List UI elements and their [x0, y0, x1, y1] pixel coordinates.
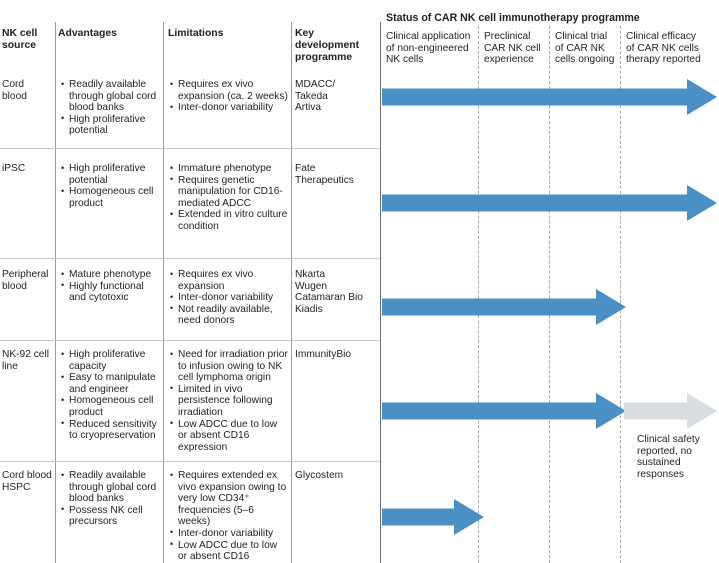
- list-item: Inter-donor variability: [170, 102, 288, 114]
- row-source-3: NK-92 cell line: [2, 349, 49, 372]
- list-item: Homogeneous cell product: [61, 186, 159, 209]
- column-divider-1: [55, 22, 56, 563]
- row-advantages-0: Readily available through global cord bl…: [61, 79, 159, 137]
- row-source-0: Cord blood: [2, 79, 27, 102]
- header-advantages: Advantages: [58, 28, 117, 39]
- row-source-4: Cord blood HSPC: [2, 470, 52, 493]
- stage-divider-1: [478, 26, 479, 563]
- row-source-1: iPSC: [2, 163, 26, 174]
- list-item: Immature phenotype: [170, 163, 288, 175]
- list-item: Inter-donor variability: [170, 527, 288, 540]
- row-separator-4: [0, 461, 380, 462]
- list-item: Extended in vitro culture condition: [170, 209, 288, 232]
- row-programme-3: ImmunityBio: [295, 349, 352, 360]
- status-arrow-nk92-unconfirmed: [624, 392, 717, 430]
- row-programme-2: Nkarta Wugen Catamaran Bio Kiadis: [295, 269, 363, 315]
- row-separator-3: [0, 340, 380, 341]
- stage-label-3: Clinical trial of CAR NK cells ongoing: [555, 31, 615, 66]
- list-item: Easy to manipulate and engineer: [61, 372, 161, 395]
- row-separator-1: [0, 148, 380, 149]
- list-item: High proliferative potential: [61, 162, 159, 186]
- stage-label-2: Preclinical CAR NK cell experience: [484, 31, 541, 66]
- header-limitations: Limitations: [168, 28, 224, 39]
- row-programme-0: MDACC/ Takeda Artiva: [295, 79, 336, 114]
- stage-divider-2: [549, 26, 550, 563]
- row-limitations-4: Requires extended ex vivo expansion owin…: [170, 470, 288, 563]
- stage-divider-3: [620, 26, 621, 563]
- list-item: Requires extended ex vivo expansion owin…: [170, 470, 288, 528]
- status-arrow-cord-blood-hspc: [382, 498, 484, 536]
- list-item: Highly functional and cytotoxic: [61, 280, 159, 304]
- list-item: Readily available through global cord bl…: [61, 79, 159, 114]
- list-item: Need for irradiation prior to infusion o…: [170, 349, 288, 384]
- column-divider-3: [291, 22, 292, 563]
- header-key-development: Key development programme: [295, 28, 360, 63]
- list-item: High proliferative capacity: [61, 348, 161, 372]
- status-panel-title: Status of CAR NK cell immunotherapy prog…: [386, 12, 640, 24]
- list-item: Possess NK cell precursors: [61, 504, 161, 528]
- stage-label-1: Clinical application of non-engineered N…: [386, 31, 471, 66]
- row-programme-4: Glycostem: [295, 470, 344, 481]
- list-item: Limited in vivo persistence following ir…: [170, 383, 288, 419]
- list-item: High proliferative potential: [61, 113, 159, 137]
- list-item: Low ADCC due to low or absent CD16 expre…: [170, 418, 288, 454]
- list-item: Low ADCC due to low or absent CD16 expre…: [170, 539, 288, 563]
- list-item: Reduced sensitivity to cryopreservation: [61, 418, 161, 442]
- stage-label-4: Clinical efficacy of CAR NK cells therap…: [626, 31, 701, 66]
- row-separator-2: [0, 258, 380, 259]
- row-limitations-1: Immature phenotype Requires genetic mani…: [170, 163, 288, 233]
- list-item: Requires genetic manipulation for CD16-m…: [170, 174, 288, 210]
- row-limitations-3: Need for irradiation prior to infusion o…: [170, 349, 288, 453]
- row-programme-1: Fate Therapeutics: [295, 163, 354, 186]
- status-arrow-nk92: [382, 392, 626, 430]
- column-divider-status: [380, 22, 381, 563]
- row-source-2: Peripheral blood: [2, 269, 49, 292]
- status-arrow-peripheral-blood: [382, 288, 626, 326]
- header-nk-cell-source: NK cell source: [2, 28, 38, 51]
- list-item: Not readily available, need donors: [170, 303, 288, 327]
- row-limitations-2: Requires ex vivo expansion Inter-donor v…: [170, 268, 288, 327]
- column-divider-2: [163, 22, 164, 563]
- list-item: Mature phenotype: [61, 269, 159, 281]
- list-item: Readily available through global cord bl…: [61, 470, 161, 505]
- row-advantages-3: High proliferative capacity Easy to mani…: [61, 348, 161, 442]
- row-limitations-0: Requires ex vivo expansion (ca. 2 weeks)…: [170, 78, 288, 114]
- list-item: Requires ex vivo expansion: [170, 268, 288, 292]
- list-item: Requires ex vivo expansion (ca. 2 weeks): [170, 78, 288, 102]
- list-item: Homogeneous cell product: [61, 395, 161, 418]
- row-advantages-2: Mature phenotype Highly functional and c…: [61, 269, 159, 304]
- status-annotation-nk92: Clinical safety reported, no sustained r…: [637, 434, 700, 480]
- list-item: Inter-donor variability: [170, 292, 288, 304]
- row-advantages-4: Readily available through global cord bl…: [61, 470, 161, 528]
- row-advantages-1: High proliferative potential Homogeneous…: [61, 162, 159, 209]
